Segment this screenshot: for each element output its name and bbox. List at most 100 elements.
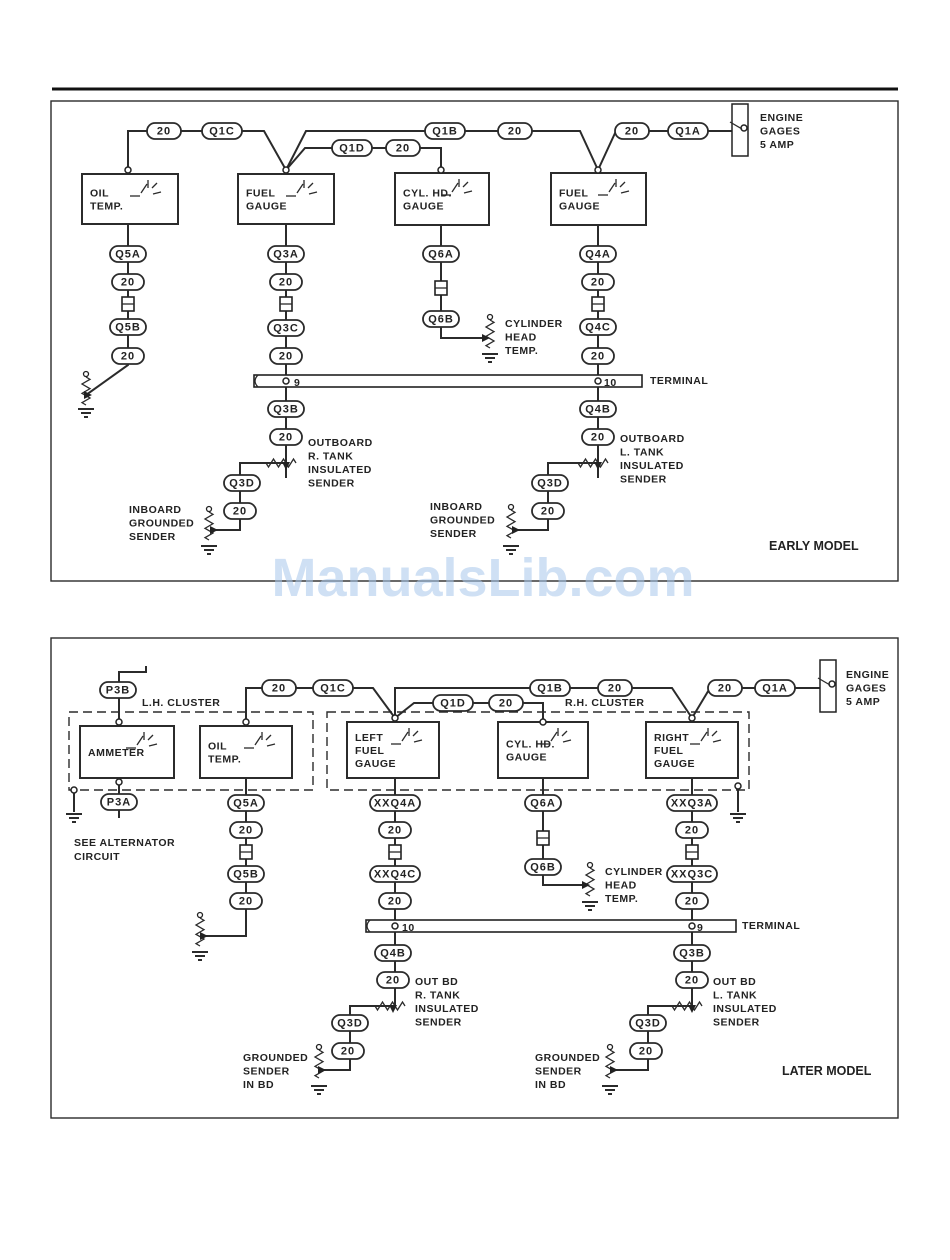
wire-tag-outline	[666, 865, 718, 883]
ground-icon	[311, 1085, 327, 1095]
wire-tag-outline	[312, 679, 354, 697]
early-terminal-label: TERMINAL	[650, 375, 708, 387]
later-tag-20: 20	[488, 694, 524, 712]
connector-icon	[536, 830, 550, 846]
wire-tag-label: Q1C	[209, 126, 235, 138]
early-oil-wire	[85, 224, 129, 396]
early-engine-gages-label-line: GAGES	[760, 126, 800, 138]
wire-tag-outline	[223, 474, 261, 492]
needle-mark	[254, 735, 262, 746]
wire-tag-label: 20	[239, 896, 253, 908]
wire-tag-outline	[111, 347, 145, 365]
early-tag-q6b: Q6B	[422, 310, 460, 328]
later-tag-xxq4a: XXQ4A	[369, 794, 421, 812]
wire-tag-outline	[422, 245, 460, 263]
gauge-needle-icon	[286, 180, 318, 197]
resistor-terminal	[196, 911, 204, 919]
wire-tag-outline	[269, 273, 303, 291]
junction-dot	[115, 778, 123, 786]
early-outboard-r-label-line: INSULATED	[308, 464, 372, 476]
wire-tag-label: 20	[639, 1046, 653, 1058]
wire-tag-label: 20	[541, 506, 555, 518]
wire-tag-outline	[432, 694, 474, 712]
later-tag-20: 20	[378, 892, 412, 910]
early-tag-q1b: Q1B	[424, 122, 466, 140]
later-model-title: LATER MODEL	[782, 1064, 872, 1078]
wire-tag-label: 20	[121, 277, 135, 289]
wire-tag-outline	[667, 122, 709, 140]
later-tag-q5b: Q5B	[227, 865, 265, 883]
wire-tag-outline	[374, 944, 412, 962]
wire-tag-outline	[331, 1042, 365, 1060]
resistor-terminal	[205, 505, 213, 513]
wire-tag-outline	[227, 865, 265, 883]
wire-tag-outline	[581, 428, 615, 446]
wire-tag-outline	[581, 273, 615, 291]
arrow-icon	[594, 462, 602, 470]
later-ammeter-gauge: AMMETER	[79, 725, 175, 779]
wire-tag-outline	[331, 1014, 369, 1032]
early-tag-20: 20	[269, 273, 303, 291]
wire-tag-outline	[524, 794, 562, 812]
later-oil-temp-gauge-label: TEMP.	[208, 754, 241, 766]
early-tag-20: 20	[111, 347, 145, 365]
wire-tag-outline	[707, 679, 743, 697]
early-tag-q3c: Q3C	[267, 319, 305, 337]
wire-tag-label: Q4C	[585, 322, 611, 334]
wire-tag-outline	[111, 273, 145, 291]
later-left-fuel-gauge-body	[346, 721, 440, 779]
wire-tag-label: Q3C	[273, 323, 299, 335]
wire-tag-label: Q6A	[428, 249, 454, 261]
early-fuel-gauge-left-body	[237, 173, 335, 225]
wire-tag-label: Q3B	[679, 948, 705, 960]
later-tag-q6a: Q6A	[524, 794, 562, 812]
early-tag-20: 20	[581, 347, 615, 365]
wire-tag-outline	[146, 122, 182, 140]
wire-tag-label: Q5A	[115, 249, 141, 261]
later-grounded-sender-2-icon	[604, 1043, 616, 1079]
wire-tag-label: 20	[625, 126, 639, 138]
needle-mark	[561, 730, 568, 737]
later-outbd-r-label-line: R. TANK	[415, 990, 460, 1002]
early-cyl-head-label-line: CYLINDER	[505, 318, 563, 330]
wire-tag-label: Q3B	[273, 404, 299, 416]
needle-mark	[562, 739, 572, 743]
wire-tag-outline	[99, 681, 137, 699]
later-cyl-head-label-line: TEMP.	[605, 893, 638, 905]
wire-tag-outline	[267, 319, 305, 337]
wire-tag-outline	[524, 858, 562, 876]
early-tag-20: 20	[581, 428, 615, 446]
wire-tag-outline	[269, 347, 303, 365]
later-tag-q3d: Q3D	[331, 1014, 369, 1032]
early-outboard-l-label-line: L. TANK	[620, 447, 664, 459]
wire-tag-outline	[229, 821, 263, 839]
connector-icon	[685, 844, 699, 860]
early-fuel-right-sender-wire	[516, 462, 598, 531]
fuse-switch	[817, 677, 831, 686]
wire-tag-label: 20	[591, 432, 605, 444]
junction-dot	[242, 718, 250, 726]
needle-mark	[296, 183, 304, 194]
early-inboard-sender-2-icon	[505, 503, 517, 539]
wire-tag-label: Q3D	[337, 1018, 363, 1030]
needle-mark	[700, 731, 708, 742]
needle-mark	[712, 739, 722, 743]
early-terminal-10: 10	[604, 377, 617, 389]
later-right-fuel-sender-wire	[615, 1005, 692, 1071]
arrow-icon	[84, 391, 92, 399]
early-tag-20: 20	[269, 347, 303, 365]
wire-tag-outline	[529, 679, 571, 697]
arrow-icon	[582, 881, 590, 889]
resistor-terminal	[606, 1043, 614, 1051]
wire-tag-label: Q3D	[537, 478, 563, 490]
early-fuel-gauge-right-label: GAUGE	[559, 201, 600, 213]
wire-tag-label: Q4A	[585, 249, 611, 261]
wire-tag-label: 20	[388, 825, 402, 837]
gauge-needle-icon	[598, 179, 630, 196]
later-cyl-hd-gauge-label: GAUGE	[506, 752, 547, 764]
early-tag-q5b: Q5B	[109, 318, 147, 336]
gauge-needle-icon	[391, 728, 423, 745]
wire-tag-outline	[422, 310, 460, 328]
resistor-zigzag	[671, 1000, 703, 1012]
